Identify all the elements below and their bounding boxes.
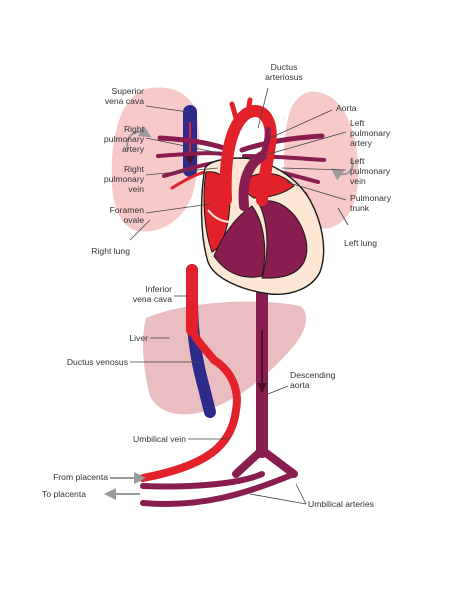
left-ventricle [257,200,308,279]
leader-lines [129,87,349,505]
label-aorta: Aorta [336,103,357,113]
label-superior-vena-cava: Superior vena cava [104,86,144,106]
label-foramen-ovale: Foramen ovale [109,205,144,225]
label-inferior-vena-cava: Inferior vena cava [132,284,172,304]
label-ductus-arteriosus: Ductus arteriosus [265,62,303,82]
liver [143,301,307,415]
label-to-placenta: To placenta [42,489,86,499]
umbilical-vein-vessel [139,356,241,482]
label-umbilical-arteries: Umbilical arteries [308,499,374,509]
label-from-placenta: From placenta [53,472,108,482]
right-lung-flow-arrow [126,125,152,151]
label-umbilical-vein: Umbilical vein [132,434,186,444]
arch-branch-1 [229,101,239,121]
label-right-pulmonary-vein: Right pulmonary vein [103,164,144,194]
left-lung-flow-arrow [331,157,354,181]
label-pulmonary-trunk: Pulmonary trunk [350,193,392,213]
label-right-pulmonary-artery: Right pulmonary artery [103,124,144,154]
label-descending-aorta: Descending aorta [290,370,336,390]
right-ventricle [213,205,266,278]
label-right-lung: Right lung [91,246,130,256]
umbilical-artery-lower [140,471,297,508]
label-left-pulmonary-artery: Left pulmonary artery [350,118,391,148]
label-left-lung: Left lung [344,238,377,248]
label-left-pulmonary-vein: Left pulmonary vein [350,156,391,186]
label-ductus-venosus: Ductus venosus [66,357,128,367]
label-liver: Liver [129,333,148,343]
ductus-arteriosus-vessel [259,127,271,159]
arch-branch-2 [245,97,253,115]
ductus-venosus-vessel [188,326,218,364]
right-lung [111,87,200,232]
foramen-ovale-flow [207,209,233,223]
pulmonary-trunk-vessel [238,151,267,211]
umbilical-artery-upper [140,471,265,490]
